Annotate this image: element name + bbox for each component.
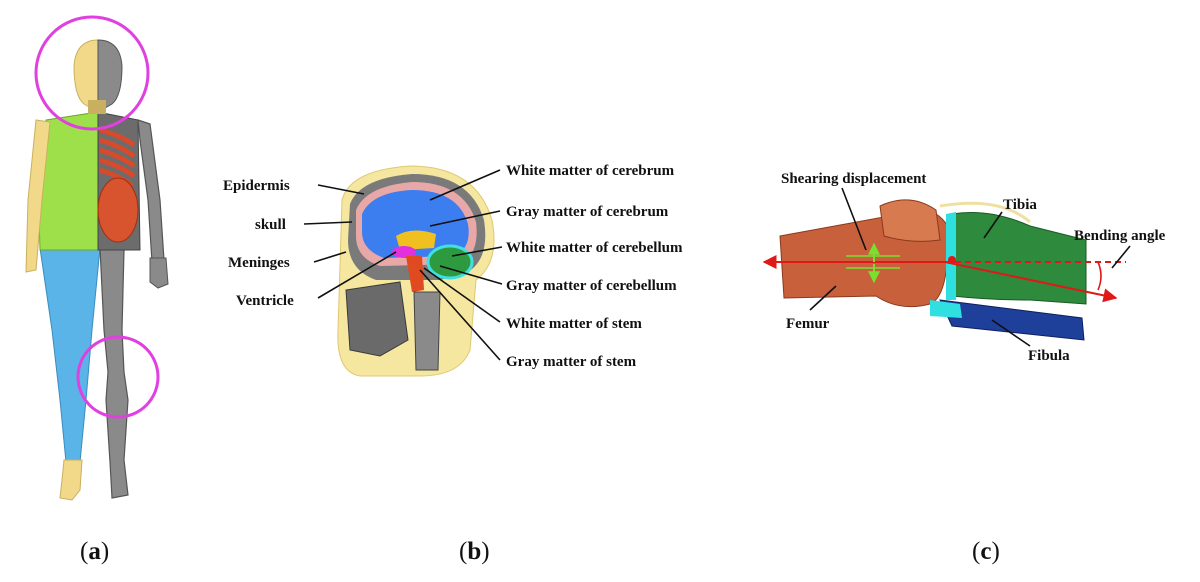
tibia-bone: [951, 212, 1087, 305]
label-fibula: Fibula: [1028, 348, 1070, 364]
ligament: [939, 201, 1031, 224]
skeleton-arm: [137, 119, 165, 263]
bending-angle-arc: [1097, 261, 1102, 291]
caption-b: (b): [459, 538, 490, 565]
panel-b-leader-lines: [303, 169, 503, 361]
cartilage-lower: [930, 300, 962, 318]
left-arm: [25, 119, 51, 273]
label-white-matter-cerebellum: White matter of cerebellum: [506, 240, 683, 256]
cervical-spine: [413, 291, 441, 371]
label-ventricle: Ventricle: [236, 293, 294, 309]
head-highlight-circle: [34, 15, 150, 131]
skeleton-leg: [99, 247, 129, 499]
gray-cerebrum-patch: [396, 230, 436, 250]
head-skull: [97, 39, 123, 113]
label-shearing-displacement: Shearing displacement: [781, 171, 926, 187]
caption-c: (c): [972, 538, 1000, 565]
label-femur: Femur: [786, 316, 830, 332]
label-gray-matter-cerebellum: Gray matter of cerebellum: [506, 278, 677, 294]
left-foot: [59, 459, 83, 501]
panel-b-head-model: [337, 165, 495, 377]
brain-stem: [406, 256, 424, 292]
label-epidermis: Epidermis: [223, 178, 290, 194]
label-skull: skull: [255, 217, 286, 233]
label-tibia: Tibia: [1003, 197, 1037, 213]
tibia-axis-arrow: [944, 261, 1118, 303]
knee-highlight-circle: [76, 335, 160, 419]
ventricle-region: [392, 246, 416, 258]
skeleton-hand: [149, 257, 169, 289]
neck: [88, 100, 106, 114]
label-bending-angle: Bending angle: [1074, 228, 1166, 244]
abdominal-organs: [97, 177, 139, 243]
label-white-matter-stem: White matter of stem: [506, 316, 642, 332]
cartilage: [946, 212, 956, 300]
label-gray-matter-cerebrum: Gray matter of cerebrum: [506, 204, 669, 220]
label-meninges: Meninges: [228, 255, 290, 271]
panel-a-body-model: [25, 15, 169, 501]
ribs: [99, 127, 136, 188]
label-gray-matter-stem: Gray matter of stem: [506, 354, 637, 370]
joint-center-point: [948, 256, 956, 264]
left-leg: [39, 247, 101, 463]
panel-c-leader-lines: [809, 187, 1131, 347]
label-white-matter-cerebrum: White matter of cerebrum: [506, 163, 675, 179]
femur-condyle: [879, 199, 941, 242]
caption-a: (a): [80, 538, 109, 565]
fibula-bone: [939, 299, 1085, 341]
face-skull: [345, 281, 409, 357]
head-skin: [73, 39, 99, 113]
cerebrum: [362, 190, 469, 258]
